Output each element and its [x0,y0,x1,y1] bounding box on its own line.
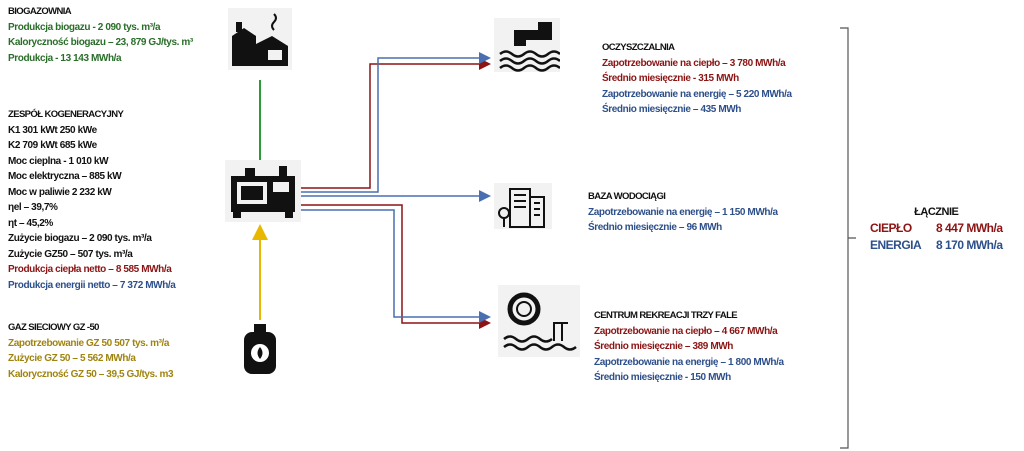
gaz-line: Zapotrzebowanie GZ 50 507 tys. m³/a [8,337,170,349]
total-heat-value: 8 447 MWh/a [936,221,1003,235]
gaz-line: Zużycie GZ 50 – 5 562 MWh/a [8,353,136,364]
oczyszczalnia-energy-avg: Średnio miesięcznie – 435 MWh [602,104,742,115]
centrum-title: CENTRUM REKREACJI TRZY FALE [594,310,738,321]
biogazownia-line: Kaloryczność biogazu – 23, 879 GJ/tys. m… [8,37,193,48]
totals-title: ŁĄCZNIE [914,206,959,218]
oczyszczalnia-heat-avg: Średnio miesięcznie - 315 MWh [602,73,739,84]
totals-block: ŁĄCZNIE CIEPŁO 8 447 MWh/a ENERGIA 8 170 M… [870,206,1003,254]
kogeneracja-heat: Produkcja ciepła netto – 8 585 MWh/a [8,264,172,275]
swimming-pool-icon [498,285,580,357]
energy-line-centrum [300,209,491,323]
gaz-title: GAZ SIECIOWY GZ -50 [8,322,99,333]
centrum-energy: Zapotrzebowanie na energię – 1 800 MWh/a [594,356,784,368]
gaz-block: GAZ SIECIOWY GZ -50 Zapotrzebowanie GZ 5… [8,320,174,382]
baza-block: BAZA WODOCIĄGI Zapotrzebowanie na energi… [588,189,778,236]
biogazownia-line: Produkcja - 13 143 MWh/a [8,52,122,64]
kogeneracja-line: Zużycie biogazu – 2 090 tys. m³/a [8,233,152,244]
oczyszczalnia-energy: Zapotrzebowanie na energię – 5 220 MWh/a [602,88,792,100]
heat-line-centrum [300,204,491,329]
biogazownia-line: Produkcja biogazu - 2 090 tys. m³/a [8,21,161,33]
kogeneracja-line: Moc w paliwie 2 232 kW [8,186,112,198]
oczyszczalnia-block: OCZYSZCZALNIA Zapotrzebowanie na ciepło … [602,40,792,118]
biogazownia-block: BIOGAZOWNIA Produkcja biogazu - 2 090 ty… [8,4,193,66]
centrum-block: CENTRUM REKREACJI TRZY FALE Zapotrzebowa… [594,308,784,386]
total-brace [840,27,856,449]
total-energy-value: 8 170 MWh/a [936,238,1003,252]
baza-energy-avg: Średnio miesięcznie – 96 MWh [588,222,722,233]
kogeneracja-line: ηt – 45,2% [8,217,53,229]
kogeneracja-block: ZESPÓŁ KOGENERACYJNY K1 301 kWt 250 kWe … [8,107,176,293]
kogeneracja-line: K1 301 kWt 250 kWe [8,124,97,136]
baza-title: BAZA WODOCIĄGI [588,191,666,202]
chp-generator-icon [225,160,301,222]
baza-energy: Zapotrzebowanie na energię – 1 150 MWh/a [588,206,778,218]
office-building-icon [494,183,552,229]
kogeneracja-line: Moc elektryczna – 885 kW [8,171,122,182]
kogeneracja-energy: Produkcja energii netto – 7 372 MWh/a [8,279,176,291]
centrum-energy-avg: Średnio miesięcznie - 150 MWh [594,372,731,383]
centrum-heat-avg: Średnio miesięcznie – 389 MWh [594,341,734,352]
energy-line-oczyszczalnia [300,52,491,193]
kogeneracja-line: Zużycie GZ50 – 507 tys. m³/a [8,248,133,260]
centrum-heat: Zapotrzebowanie na ciepło – 4 667 MWh/a [594,325,778,337]
oczyszczalnia-title: OCZYSZCZALNIA [602,42,675,53]
oczyszczalnia-heat: Zapotrzebowanie na ciepło – 3 780 MWh/a [602,57,786,69]
biogazownia-title: BIOGAZOWNIA [8,6,72,17]
gaz-line: Kaloryczność GZ 50 – 39,5 GJ/tys. m3 [8,368,174,380]
kogeneracja-title: ZESPÓŁ KOGENERACYJNY [8,109,124,120]
kogeneracja-line: K2 709 kWt 685 kWe [8,140,97,151]
kogeneracja-line: Moc cieplna - 1 010 kW [8,155,109,167]
total-heat-label: CIEPŁO [870,221,912,235]
water-treatment-icon [494,18,560,72]
kogeneracja-line: ηel – 39,7% [8,202,58,213]
heat-line-oczyszczalnia [300,58,491,189]
total-energy-label: ENERGIA [870,238,922,252]
biogas-plant-icon [228,8,292,70]
gas-cylinder-icon [244,324,276,374]
